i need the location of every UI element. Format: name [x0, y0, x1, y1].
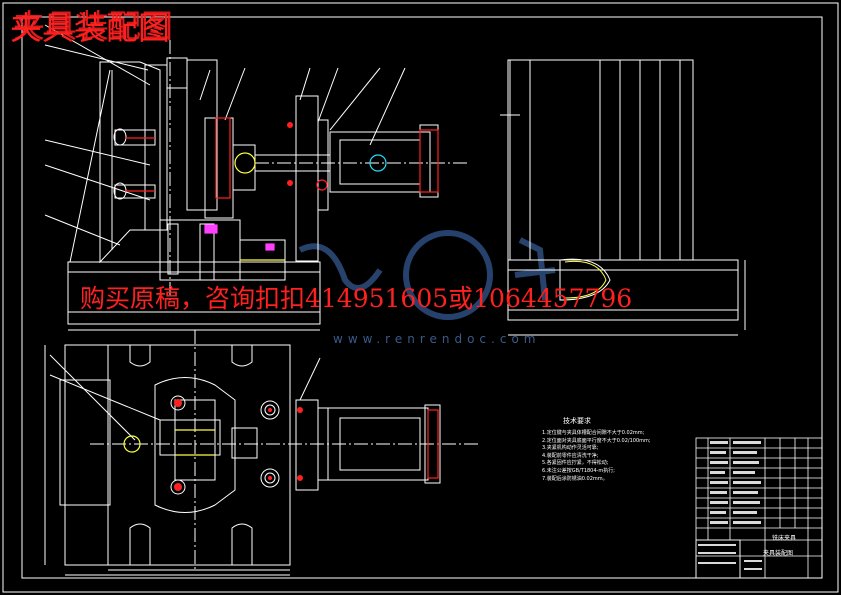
- tech-note: 7.装配后涂防锈油0.02mm。: [542, 475, 608, 482]
- promo-text: 购买原稿，咨询扣扣414951605或1064457796: [80, 284, 633, 313]
- drawing-title: 夹具装配图 夹具装配图: [10, 7, 174, 47]
- top-view-colored: [123, 399, 439, 491]
- title-block-drawing-name: 夹具装配图: [763, 550, 794, 557]
- title-block-rows: [698, 441, 762, 570]
- front-view-colored: [125, 117, 439, 261]
- tech-requirements-title: 技术要求: [563, 417, 591, 425]
- tech-note: 2.定位面对夹具底面平行度不大于0.02/100mm;: [542, 437, 651, 444]
- drawing-title-text: 夹具装配图: [10, 9, 171, 47]
- tech-note: 3.夹紧机构动作灵活可靠;: [542, 445, 599, 452]
- side-view: [500, 59, 746, 336]
- front-view: [44, 24, 470, 331]
- title-block-part-name: 铣床夹具: [772, 535, 797, 542]
- side-view-colored: [564, 260, 607, 299]
- top-view: [44, 330, 480, 576]
- tech-note: 4.装配前零件应清洗干净;: [542, 452, 599, 459]
- tech-note: 6.未注公差按GB/T1804-m执行;: [542, 467, 615, 474]
- watermark-text: www.renrendoc.com: [333, 332, 541, 346]
- drawing-title-ghost: 夹具装配图: [13, 7, 174, 45]
- title-block: [695, 437, 823, 579]
- tech-requirements-notes: 1.定位键与夹具体槽配合间隙不大于0.02mm; 2.定位面对夹具底面平行度不大…: [542, 430, 651, 483]
- tech-note: 1.定位键与夹具体槽配合间隙不大于0.02mm;: [542, 430, 645, 436]
- watermark-logo: [298, 230, 556, 320]
- tech-note: 5.各紧固件应拧紧，不得松动;: [542, 460, 609, 467]
